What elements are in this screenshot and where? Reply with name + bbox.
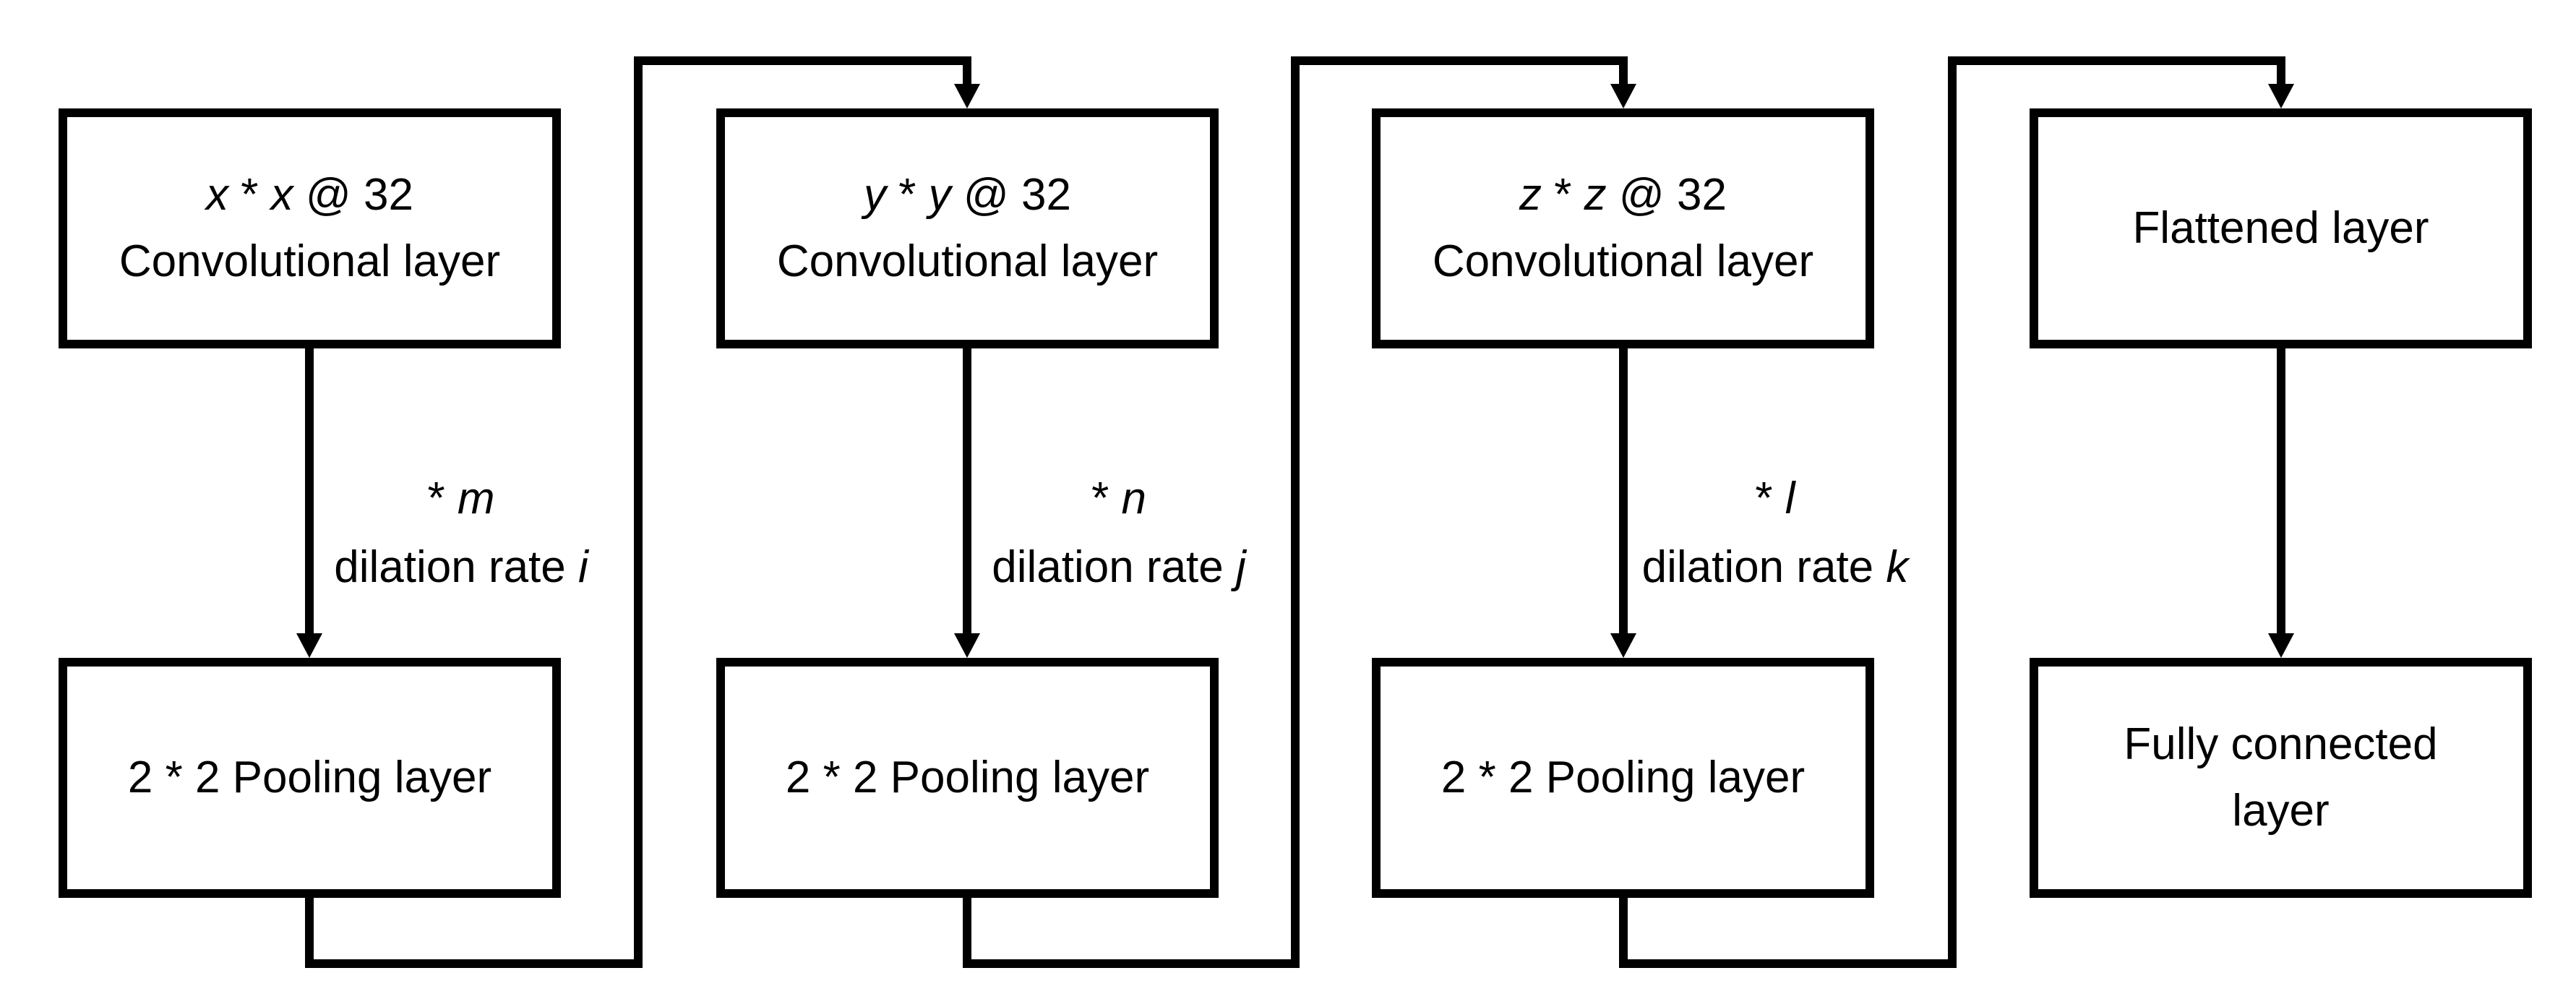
edge-label-3-multiplier: * l	[1522, 464, 2028, 533]
multiplier-var: m	[457, 474, 495, 523]
kernel-var-b: z	[1584, 170, 1607, 220]
flattened-layer-box: Flattened layer	[2030, 108, 2532, 348]
conv-layer-2-kernel-line: y * y @ 32	[864, 162, 1071, 228]
kernel-var-b: y	[928, 170, 951, 220]
pooling-layer-3-title: 2 * 2 Pooling layer	[1441, 753, 1806, 802]
kernel-channels: @ 32	[1606, 170, 1727, 220]
edge-label-2: * n dilation rate j	[866, 464, 1372, 601]
connector-pool1-to-conv2	[305, 56, 971, 968]
dilation-var: k	[1886, 542, 1909, 592]
kernel-var-a: y	[864, 170, 887, 220]
conv-layer-3-title: Convolutional layer	[1432, 236, 1814, 286]
kernel-channels: @ 32	[293, 170, 413, 220]
conv-layer-1-box: x * x @ 32 Convolutional layer	[59, 108, 561, 348]
fully-connected-layer-title-line1: Fully connected	[2124, 719, 2438, 769]
edge-label-2-dilation: dilation rate j	[866, 533, 1372, 601]
pooling-layer-2-box: 2 * 2 Pooling layer	[716, 658, 1219, 898]
multiplier-op: *	[1091, 474, 1122, 523]
multiplier-op: *	[1755, 474, 1785, 523]
pooling-layer-2-title: 2 * 2 Pooling layer	[785, 753, 1150, 802]
fully-connected-layer-title-line2: layer	[2232, 786, 2330, 836]
arrowhead-conv3-icon	[1610, 84, 1636, 108]
kernel-op: *	[1542, 170, 1584, 220]
arrowhead-pool2-icon	[954, 633, 980, 658]
dilation-var: i	[578, 542, 588, 592]
kernel-channels: @ 32	[950, 170, 1071, 220]
kernel-var-b: x	[270, 170, 293, 220]
arrowhead-pool1-icon	[296, 633, 322, 658]
multiplier-op: *	[427, 474, 458, 523]
edge-label-1-dilation: dilation rate i	[208, 533, 714, 601]
kernel-op: *	[886, 170, 929, 220]
conv-layer-1-title: Convolutional layer	[119, 236, 501, 286]
pooling-layer-1-box: 2 * 2 Pooling layer	[59, 658, 561, 898]
arrowhead-pool3-icon	[1610, 633, 1636, 658]
conv-layer-3-kernel-line: z * z @ 32	[1519, 162, 1727, 228]
conv-layer-3-box: z * z @ 32 Convolutional layer	[1372, 108, 1874, 348]
dilation-text: dilation rate	[1641, 542, 1886, 592]
edge-label-2-multiplier: * n	[866, 464, 1372, 533]
conv-layer-2-box: y * y @ 32 Convolutional layer	[716, 108, 1219, 348]
arrowhead-fc-icon	[2268, 633, 2294, 658]
edge-label-1-multiplier: * m	[208, 464, 714, 533]
flattened-layer-title: Flattened layer	[2132, 203, 2429, 253]
kernel-var-a: z	[1519, 170, 1542, 220]
edge-label-3-dilation: dilation rate k	[1522, 533, 2028, 601]
dilation-text: dilation rate	[334, 542, 578, 592]
connector-pool3-to-flattened	[1619, 56, 2285, 968]
conv-layer-1-kernel-line: x * x @ 32	[206, 162, 413, 228]
fully-connected-layer-box: Fully connected layer	[2030, 658, 2532, 898]
edge-label-1: * m dilation rate i	[208, 464, 714, 601]
arrowhead-flattened-icon	[2268, 84, 2294, 108]
multiplier-var: n	[1121, 474, 1146, 523]
pooling-layer-1-title: 2 * 2 Pooling layer	[127, 753, 492, 802]
conv-layer-2-title: Convolutional layer	[776, 236, 1159, 286]
kernel-op: *	[228, 170, 271, 220]
kernel-var-a: x	[206, 170, 229, 220]
dilation-text: dilation rate	[992, 542, 1236, 592]
connector-pool2-to-conv3	[963, 56, 1628, 968]
pooling-layer-3-box: 2 * 2 Pooling layer	[1372, 658, 1874, 898]
edge-label-3: * l dilation rate k	[1522, 464, 2028, 601]
arrowhead-conv2-icon	[954, 84, 980, 108]
dilation-var: j	[1235, 542, 1246, 592]
multiplier-var: l	[1785, 474, 1795, 523]
